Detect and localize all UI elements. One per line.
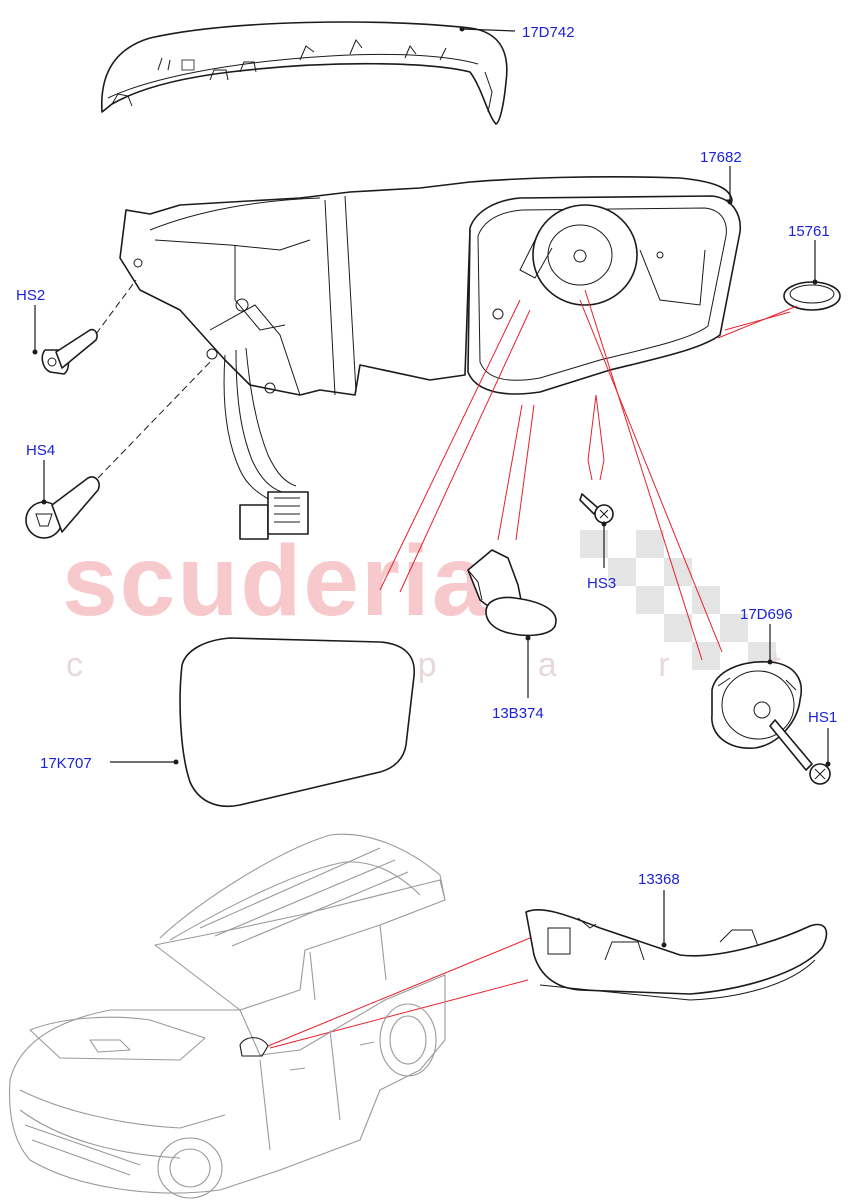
leader-17d742 bbox=[461, 28, 516, 32]
dash-hs4 bbox=[97, 359, 213, 479]
mirror-glass bbox=[179, 637, 415, 807]
dash-hs2 bbox=[95, 279, 137, 335]
label-15761: 15761 bbox=[788, 223, 830, 240]
watermark: scuderia c a r p a r t s bbox=[62, 525, 851, 684]
mirror-housing-assembly bbox=[119, 175, 741, 540]
vehicle-location-view bbox=[9, 833, 446, 1199]
red-line-actuator-b bbox=[584, 289, 703, 661]
label-13368: 13368 bbox=[638, 871, 680, 888]
red-lines-hs3 bbox=[587, 394, 605, 481]
red-line-lamp-a bbox=[267, 937, 531, 1047]
watermark-brand: scuderia bbox=[62, 525, 489, 637]
leader-dot-17d696 bbox=[767, 659, 773, 665]
red-line-glass-b bbox=[399, 309, 531, 593]
label-hs2: HS2 bbox=[16, 287, 45, 304]
label-17k707: 17K707 bbox=[40, 755, 92, 772]
leader-dot-17k707 bbox=[173, 759, 179, 765]
grommet bbox=[783, 281, 841, 311]
indicator-lamp bbox=[525, 908, 828, 1001]
leader-dot-15761 bbox=[812, 279, 818, 285]
label-hs3: HS3 bbox=[587, 575, 616, 592]
red-line-glass-a bbox=[379, 299, 521, 591]
leader-dot-hs4 bbox=[41, 499, 47, 505]
screw-hs3 bbox=[579, 493, 614, 524]
leader-dot-13368 bbox=[661, 942, 667, 948]
leader-dot-hs3 bbox=[601, 521, 607, 527]
red-lines-13b374 bbox=[497, 404, 535, 541]
label-hs1: HS1 bbox=[808, 709, 837, 726]
red-line-grommet-b bbox=[724, 311, 791, 331]
mirror-cap-cover bbox=[100, 21, 508, 125]
red-line-grommet-a bbox=[717, 305, 798, 339]
leader-dot-13b374 bbox=[525, 635, 531, 641]
label-17d696: 17D696 bbox=[740, 606, 793, 623]
leader-dot-hs1 bbox=[825, 761, 831, 767]
label-17682: 17682 bbox=[700, 149, 742, 166]
red-line-lamp-b bbox=[269, 979, 529, 1049]
label-17d742: 17D742 bbox=[522, 24, 575, 41]
leader-dot-hs2 bbox=[32, 349, 38, 355]
leader-dot-17682 bbox=[727, 199, 733, 205]
leader-dot-17d742 bbox=[459, 26, 465, 32]
screw-hs2 bbox=[41, 328, 98, 375]
red-line-actuator-a bbox=[579, 299, 723, 653]
label-hs4: HS4 bbox=[26, 442, 55, 459]
screw-hs1 bbox=[769, 719, 831, 785]
label-13b374: 13B374 bbox=[492, 705, 544, 722]
puddle-lamp bbox=[467, 549, 557, 637]
